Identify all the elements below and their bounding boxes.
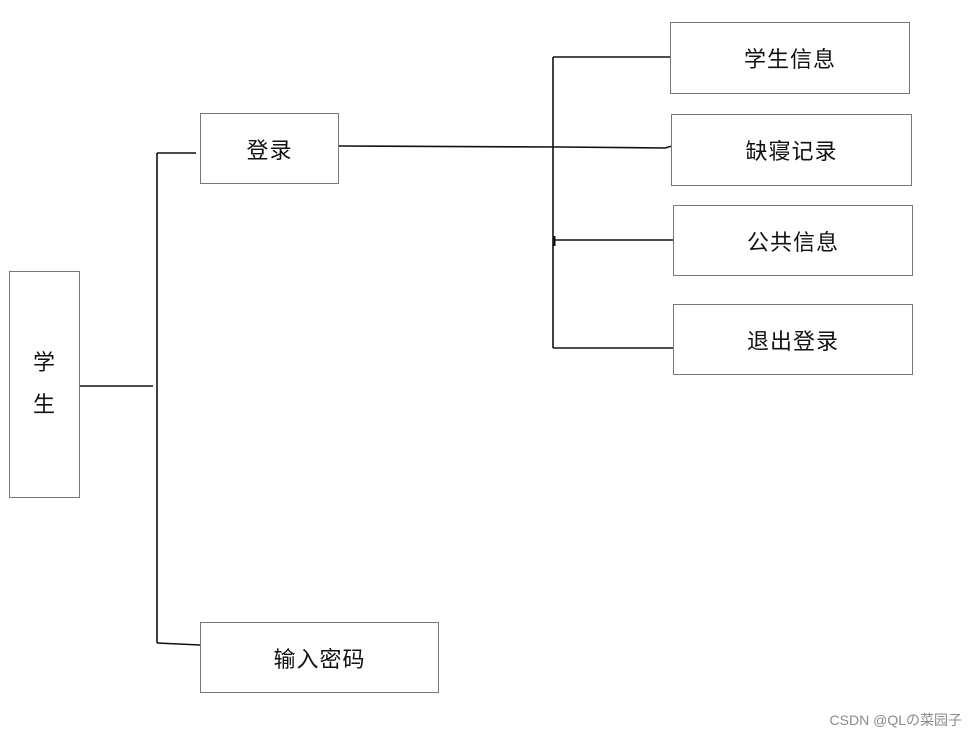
connector-trunk-password <box>156 642 201 646</box>
node-student-info: 学生信息 <box>670 22 910 94</box>
node-login: 登录 <box>200 113 339 184</box>
connector-login-branch <box>338 145 673 149</box>
node-public-info-label: 公共信息 <box>746 230 839 256</box>
node-enter-password: 输入密码 <box>200 622 439 693</box>
node-student-root-line2: 生 <box>32 392 56 418</box>
node-student-info-label: 学生信息 <box>743 48 836 73</box>
node-logout-label: 退出登录 <box>746 329 839 355</box>
node-enter-password-label: 输入密码 <box>273 647 366 673</box>
node-login-label: 登录 <box>246 138 293 164</box>
node-student-root-line1: 学 <box>32 350 56 376</box>
node-student-root: 学 生 <box>9 271 80 498</box>
node-absence-record: 缺寝记录 <box>671 114 912 186</box>
node-absence-record-label: 缺寝记录 <box>745 140 838 165</box>
node-logout: 退出登录 <box>673 304 913 375</box>
watermark-text: CSDN @QLの菜园子 <box>829 712 962 728</box>
node-public-info: 公共信息 <box>673 205 913 276</box>
